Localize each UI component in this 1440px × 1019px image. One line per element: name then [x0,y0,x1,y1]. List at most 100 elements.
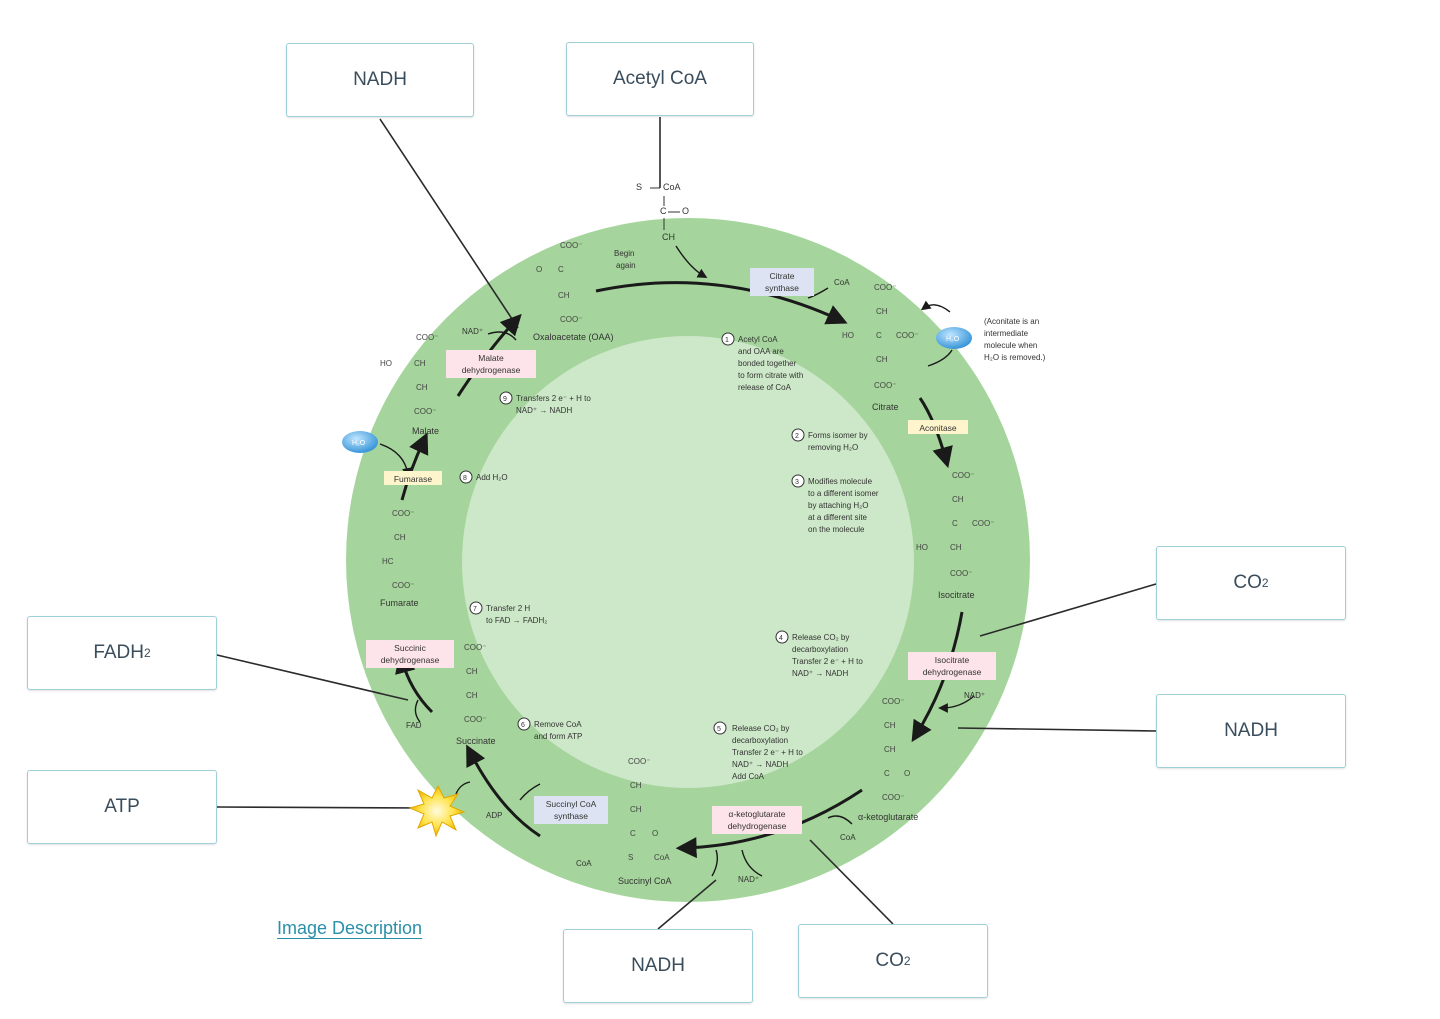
svg-text:Modifies molecule: Modifies molecule [808,477,873,486]
connector-lines [216,117,1157,930]
svg-text:C: C [558,265,564,274]
step-6: 6 Remove CoA and form ATP [517,717,582,741]
inner-disk [462,336,914,788]
citrate-label: Citrate [872,402,899,412]
svg-text:COO⁻: COO⁻ [560,241,582,250]
svg-text:9: 9 [503,396,507,403]
svg-text:removing H₂O: removing H₂O [808,443,858,452]
svg-text:to FAD → FADH₂: to FAD → FADH₂ [486,616,547,625]
svg-text:COO⁻: COO⁻ [874,283,896,292]
svg-text:Release CO₂ by: Release CO₂ by [732,724,789,733]
svg-text:Isocitrate: Isocitrate [935,655,970,665]
svg-text:Begin: Begin [614,249,634,258]
svg-text:CoA: CoA [654,853,670,862]
svg-text:COO⁻: COO⁻ [874,381,896,390]
svg-text:COO⁻: COO⁻ [952,471,974,480]
nadh-label-box-right[interactable]: NADH [1156,694,1346,768]
svg-text:CH: CH [416,383,428,392]
nadh-label-box-top[interactable]: NADH [286,43,474,117]
step-7: 7 Transfer 2 H to FAD → FADH₂ [469,601,547,625]
svg-text:Citrate: Citrate [769,271,794,281]
svg-text:dehydrogenase: dehydrogenase [381,655,440,665]
svg-text:intermediate: intermediate [984,329,1029,338]
svg-text:HO: HO [380,359,392,368]
svg-text:to form citrate with: to form citrate with [738,371,803,380]
svg-text:S: S [636,182,642,192]
svg-text:7: 7 [473,606,477,613]
step-8: 8 Add H₂O [459,470,508,484]
svg-text:CH: CH [466,691,478,700]
svg-text:dehydrogenase: dehydrogenase [462,365,521,375]
svg-text:H₂O is removed.): H₂O is removed.) [984,353,1046,362]
svg-text:Add CoA: Add CoA [732,772,765,781]
svg-text:Transfer 2 H: Transfer 2 H [486,604,530,613]
svg-text:O: O [652,829,658,838]
nad-label-akg: NAD⁺ [738,875,759,884]
svg-text:O: O [682,206,689,216]
svg-text:on the molecule: on the molecule [808,525,865,534]
svg-text:Remove CoA: Remove CoA [534,720,582,729]
svg-text:Fumarase: Fumarase [394,474,433,484]
svg-text:synthase: synthase [765,283,799,293]
svg-text:dehydrogenase: dehydrogenase [728,821,787,831]
malate-dehydrogenase-badge: Malate dehydrogenase [446,350,536,378]
side-arrows [379,245,975,877]
svg-text:2: 2 [795,433,799,440]
svg-text:Succinic: Succinic [394,643,426,653]
svg-text:CH: CH [662,232,675,242]
acetyl-coa-label-box[interactable]: Acetyl CoA [566,42,754,116]
svg-text:CH: CH [952,495,964,504]
subscript: 2 [144,646,151,660]
nad-label-malate: NAD⁺ [462,327,483,336]
adp-label: ADP [486,811,502,820]
label-text: ATP [104,796,140,817]
fumarase-badge: Fumarase [384,471,442,485]
image-description-link[interactable]: Image Description [277,918,423,938]
svg-text:at a different site: at a different site [808,513,868,522]
svg-text:dehydrogenase: dehydrogenase [923,667,982,677]
svg-text:COO⁻: COO⁻ [416,333,438,342]
svg-text:Acetyl CoA: Acetyl CoA [738,335,778,344]
svg-text:Release CO₂ by: Release CO₂ by [792,633,849,642]
step-1: 1 Acetyl CoA and OAA are bonded together… [721,332,803,392]
water-droplet-fumarase: H₂O [342,431,378,453]
svg-text:HO: HO [916,543,928,552]
svg-text:NAD⁺ → NADH: NAD⁺ → NADH [792,669,848,678]
svg-text:to a different isomer: to a different isomer [808,489,879,498]
svg-text:synthase: synthase [554,811,588,821]
svg-text:Aconitase: Aconitase [919,423,957,433]
coa-label-akg: CoA [840,833,856,842]
small-labels: Begin again CoA NAD⁺ CoA NAD⁺ CoA ADP FA… [406,249,1046,884]
label-text: Acetyl CoA [613,68,707,89]
svg-text:Transfer 2 e⁻ + H to: Transfer 2 e⁻ + H to [792,657,863,666]
enzyme-labels: Citrate synthase Aconitase Isocitrate de… [366,268,996,834]
svg-text:COO⁻: COO⁻ [414,407,436,416]
coa-label-succinyl: CoA [576,859,592,868]
atp-label-box[interactable]: ATP [27,770,217,844]
svg-text:4: 4 [779,635,783,642]
nadh-label-box-bottom[interactable]: NADH [563,929,753,1003]
svg-text:6: 6 [521,722,525,729]
svg-text:C: C [952,519,958,528]
step-9: 9 Transfers 2 e⁻ + H to NAD⁺ → NADH [499,391,591,415]
coa-label-citrate: CoA [834,278,850,287]
svg-text:CH: CH [876,307,888,316]
fad-label: FAD [406,721,422,730]
svg-text:O: O [536,265,542,274]
svg-text:COO⁻: COO⁻ [392,581,414,590]
subscript: 2 [1261,576,1269,590]
fumarate-label: Fumarate [380,598,419,608]
malate-label: Malate [412,426,439,436]
svg-text:H₂O: H₂O [352,440,366,447]
svg-text:molecule when: molecule when [984,341,1037,350]
svg-text:α-ketoglutarate: α-ketoglutarate [729,809,786,819]
svg-text:CH: CH [630,805,642,814]
svg-text:CH: CH [884,721,896,730]
svg-text:Transfers 2 e⁻ + H to: Transfers 2 e⁻ + H to [516,394,591,403]
svg-text:H₂O: H₂O [946,336,960,343]
label-text: NADH [631,955,685,976]
